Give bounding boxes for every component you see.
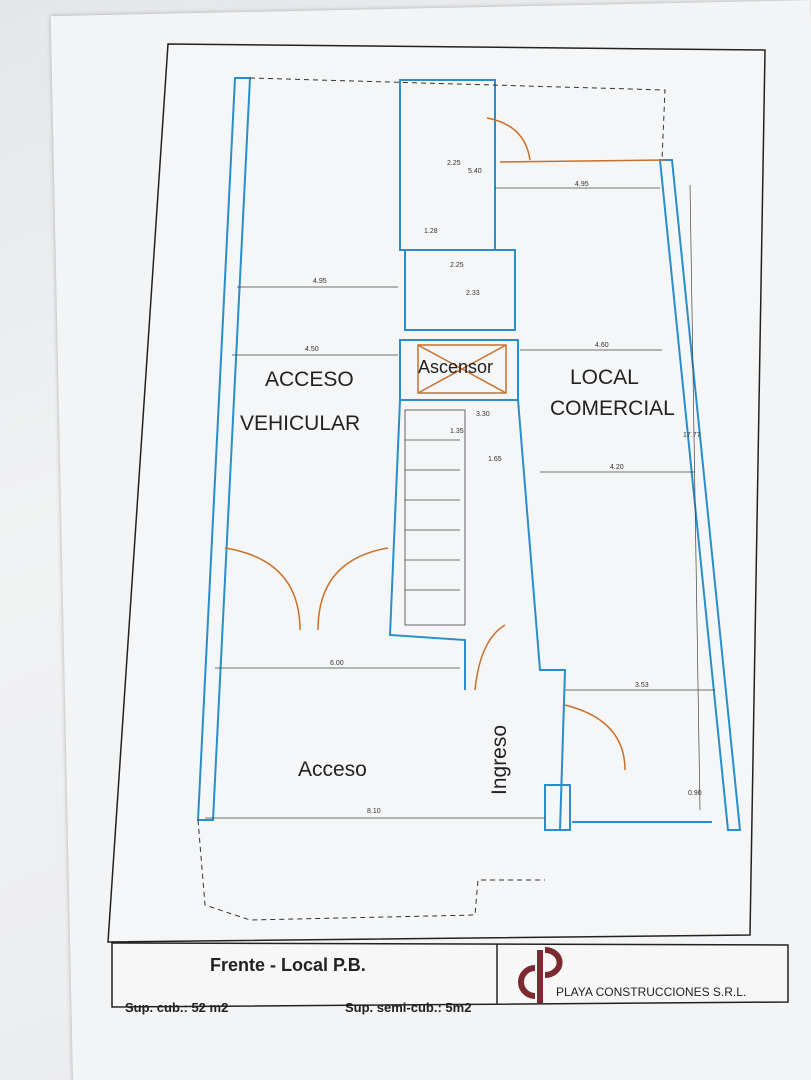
covered-area: Sup. cub.: 52 m2 [125,1000,229,1015]
room-label-ingreso: Ingreso [488,724,511,795]
room-label-comercial: COMERCIAL [550,397,675,420]
room-label-acceso-vehicular-2: VEHICULAR [240,412,361,435]
dim-label: 3.30 [476,411,490,418]
dim-label: 4.95 [575,181,589,188]
dim-label: 1.35 [450,428,464,435]
walls [196,77,742,831]
plan-title: Frente - Local P.B. [210,955,366,975]
dim-label: 8.10 [367,808,381,815]
company-logo [518,947,563,1003]
dim-label: 4.20 [610,464,624,471]
dim-label: 2.25 [447,160,461,167]
dim-label: 1.65 [488,456,502,463]
dim-label: 3.53 [635,682,649,689]
dashed-outline [197,77,666,921]
stairs [404,409,466,626]
dim-label: 17.77 [683,432,701,439]
dim-label: 6.00 [330,660,344,667]
dim-label: 1.28 [424,228,438,235]
dim-label: 4.60 [595,342,609,349]
semi-covered-area: Sup. semi-cub.: 5m2 [345,1000,472,1015]
title-block [111,942,789,1008]
room-label-acceso: Acceso [298,758,367,781]
dim-label: 5.40 [468,168,482,175]
room-label-ascensor: Ascensor [418,357,494,377]
dim-label: 0.90 [688,790,702,797]
dim-label: 2.33 [466,290,480,297]
drawing-frame [107,43,766,943]
dim-label: 2.25 [450,262,464,269]
dimension-lines [205,184,715,819]
dim-label: 4.50 [305,346,319,353]
room-label-acceso-vehicular-1: ACCESO [265,368,354,391]
doors [224,117,666,771]
room-label-local: LOCAL [570,366,639,389]
dim-label: 4.95 [313,278,327,285]
company-name: PLAYA CONSTRUCCIONES S.R.L. [556,985,747,999]
